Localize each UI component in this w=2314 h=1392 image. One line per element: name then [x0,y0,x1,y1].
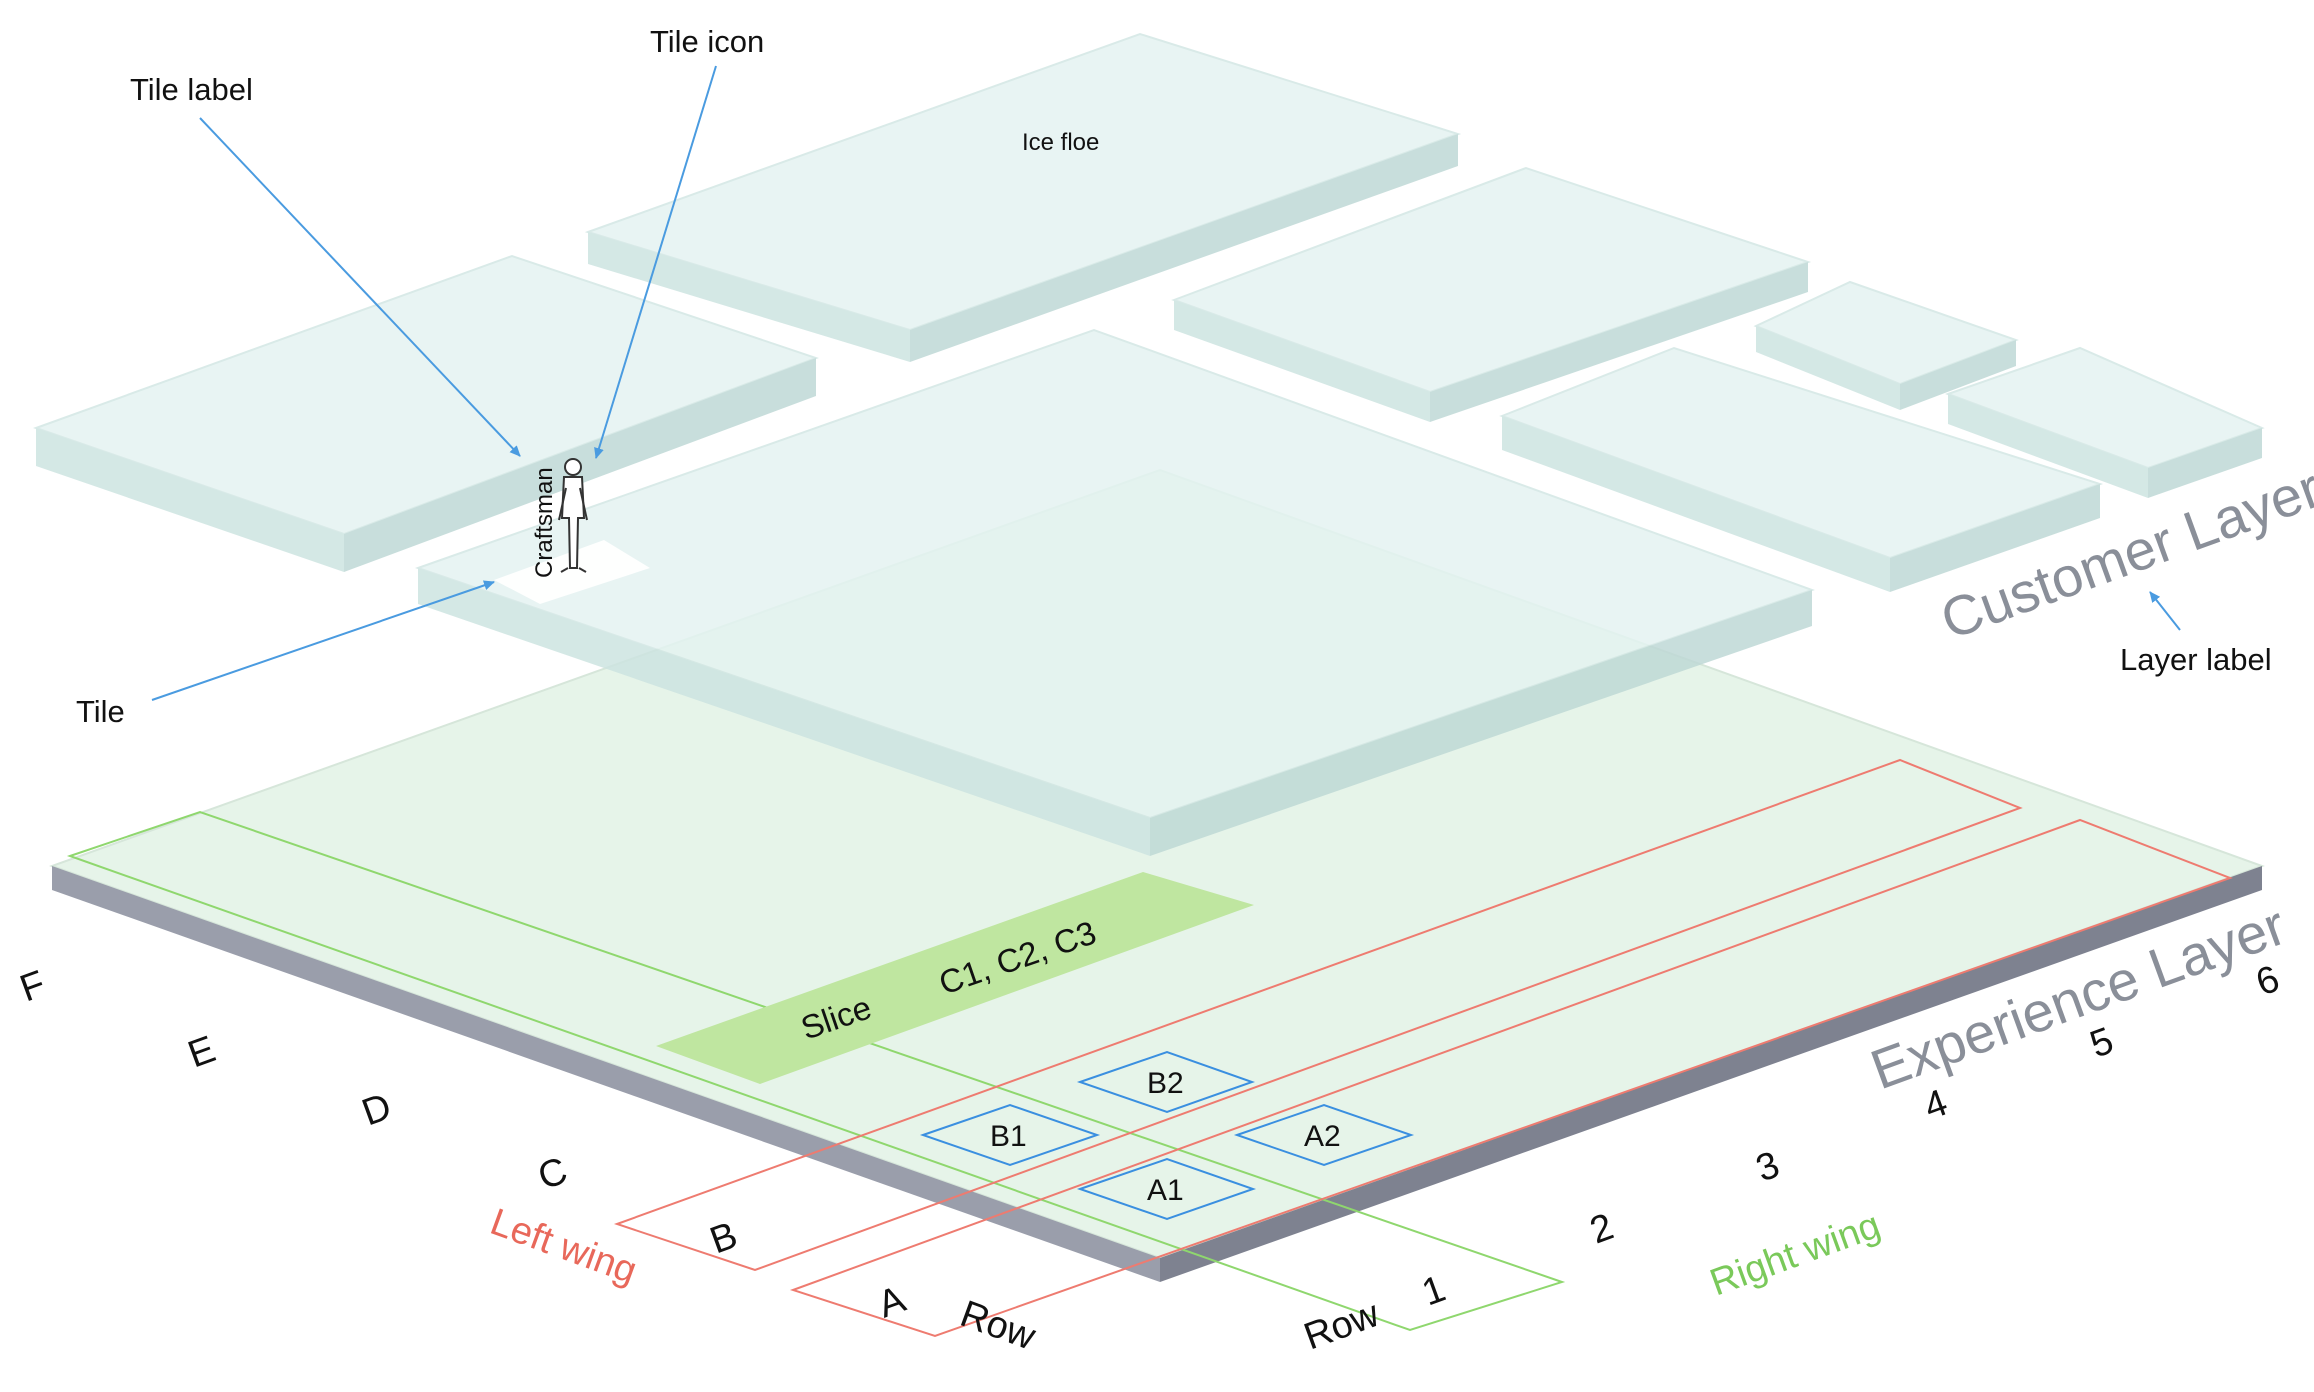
person-icon [558,458,588,573]
row-label-1: 1 [1417,1268,1451,1315]
tile-arrow [151,580,495,701]
floe-right-3 [1499,346,2104,592]
tile [494,540,650,604]
floe-right-4 [1945,346,2265,498]
tile-label: Craftsman [531,467,558,578]
row-label-3: 3 [1751,1144,1785,1191]
experience-layer-slab [49,468,2265,1282]
row-label-5: 5 [2085,1020,2119,1067]
tile-icon-arrow [594,65,717,459]
row-label-2: 2 [1585,1206,1619,1253]
layer-label-annotation: Layer label [2120,642,2272,677]
right-wing-outline [66,810,1566,1332]
left-wing-outline-b [613,758,2023,1272]
column-label-c: C [533,1150,573,1199]
floe-central [414,328,1816,856]
tile-label-arrow [199,117,521,457]
column-label-d: D [357,1086,397,1135]
cell-b2: B2 [1076,1050,1256,1114]
cell-a1-label: A1 [1147,1174,1184,1207]
cell-a1: A1 [1076,1157,1257,1221]
ice-floe-label: Ice floe [1022,129,1099,156]
column-label-a: A [873,1278,912,1326]
cell-a2: A2 [1233,1103,1415,1167]
cell-b1-label: B1 [990,1120,1027,1153]
row-label-4: 4 [1919,1082,1953,1129]
left-wing-outline-a [789,818,2233,1338]
column-label-e: E [183,1028,221,1076]
floe-ice-floe [584,32,1462,362]
cell-b1: B1 [919,1103,1101,1167]
left-wing-label: Left wing [485,1201,642,1292]
cell-a2-label: A2 [1304,1120,1341,1153]
floe-right-2 [1753,280,2019,410]
row-word-right: Row [1299,1293,1385,1359]
tile-icon-annotation: Tile icon [650,24,764,59]
tile-annotation: Tile [76,694,125,729]
right-wing-label: Right wing [1705,1204,1886,1304]
slice-bar [656,872,1254,1084]
row-label-6: 6 [2251,958,2285,1005]
tile-label-annotation: Tile label [130,72,253,107]
layer-label-arrow [2149,591,2181,631]
floe-right-1 [1171,166,1812,422]
cell-b2-label: B2 [1147,1067,1184,1100]
column-label-f: F [15,963,51,1010]
